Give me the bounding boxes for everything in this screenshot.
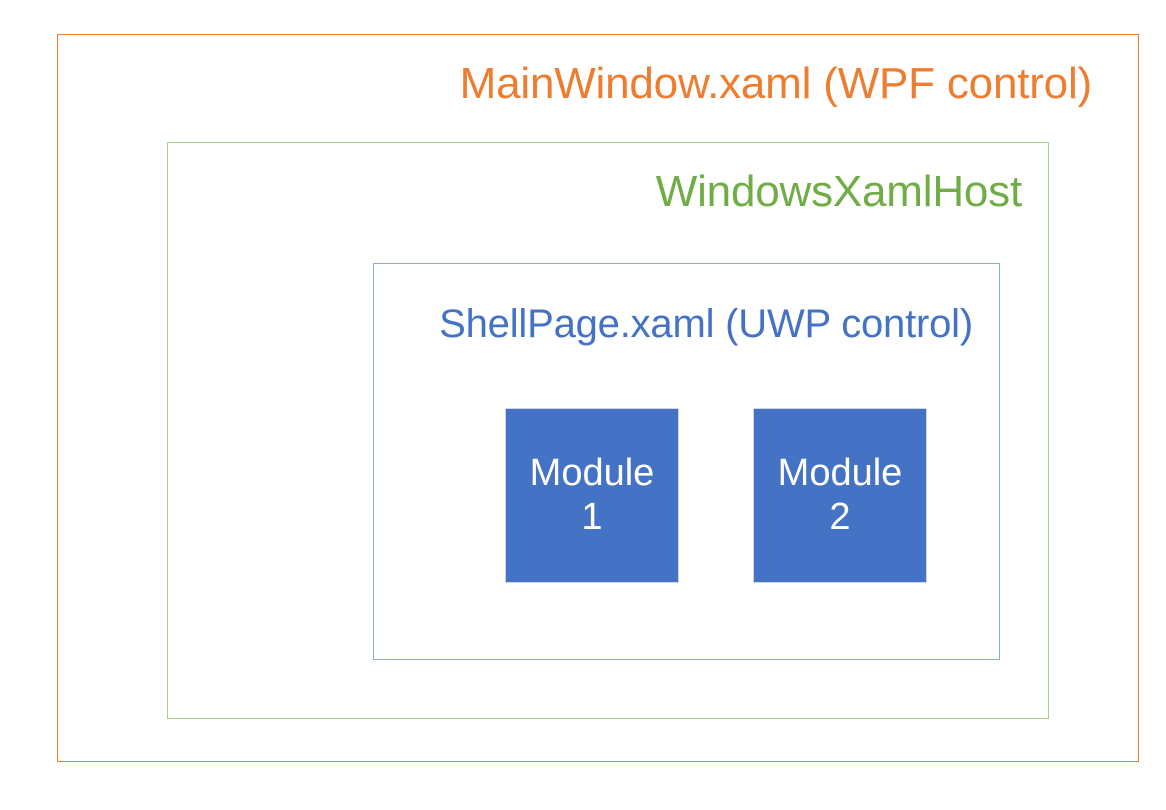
layer-shell-page: ShellPage.xaml (UWP control) Module 1 Mo… — [373, 263, 1000, 660]
module-1-number: 1 — [581, 495, 603, 538]
layer-label-main-window: MainWindow.xaml (WPF control) — [459, 59, 1093, 108]
module-box-1[interactable]: Module 1 — [505, 408, 679, 583]
module-2-number: 2 — [829, 495, 851, 538]
layer-main-window: MainWindow.xaml (WPF control) WindowsXam… — [57, 34, 1139, 762]
module-box-2[interactable]: Module 2 — [753, 408, 927, 583]
module-1-name: Module — [529, 452, 655, 495]
layer-windows-xaml-host: WindowsXamlHost ShellPage.xaml (UWP cont… — [167, 142, 1049, 719]
module-row: Module 1 Module 2 — [374, 264, 999, 659]
layer-label-windows-xaml-host: WindowsXamlHost — [655, 167, 1022, 216]
module-2-name: Module — [777, 452, 903, 495]
layer-label-shell-page: ShellPage.xaml (UWP control) — [439, 302, 973, 346]
